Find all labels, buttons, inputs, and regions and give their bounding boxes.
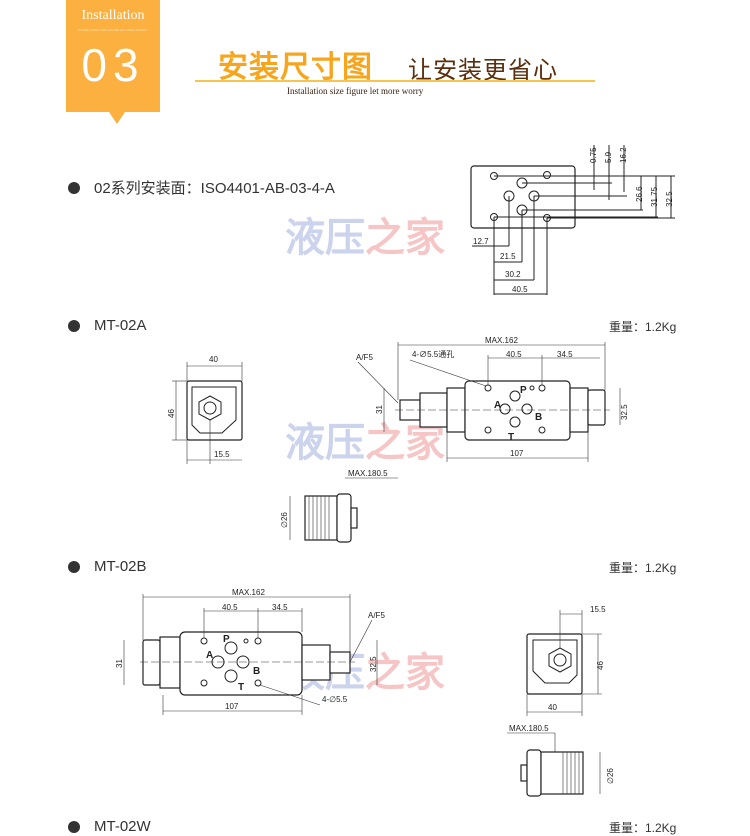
dim-label: 34.5 [557, 350, 573, 359]
section-label: MT-02B [94, 558, 147, 575]
port-label-b: B [253, 666, 260, 677]
dim-label: 40 [548, 703, 557, 712]
title-underline [195, 80, 595, 82]
badge-label: Installation [81, 8, 145, 23]
dim-label: 12.7 [473, 237, 489, 246]
section-label: MT-02A [94, 317, 147, 334]
dim-af: A/F5 [368, 611, 385, 620]
dim-max-handle: MAX.180.5 [509, 724, 549, 733]
mt02b-side-view: 15.5 40 46 [526, 605, 606, 716]
dim-label: 15.5 [214, 450, 230, 459]
dim-label: 107 [510, 449, 524, 458]
badge-pointer [109, 112, 125, 124]
dim-diameter: ∅26 [606, 768, 615, 784]
bullet-icon [68, 820, 80, 833]
section-mt-02b: MT-02B [68, 558, 147, 575]
dim-label: 32.5 [620, 404, 629, 420]
dim-label: 40.5 [222, 603, 238, 612]
watermark-logo: 液压之家 [285, 419, 445, 466]
dim-label: 40.5 [512, 285, 528, 294]
dim-label: 31 [375, 405, 384, 414]
dim-label: 16.2 [619, 147, 628, 163]
dim-label: 30.2 [505, 270, 521, 279]
port-label-b: B [535, 412, 542, 423]
dim-diameter: ∅26 [280, 512, 289, 528]
dim-af: A/F5 [356, 353, 373, 362]
port-label-a: A [206, 650, 213, 661]
section-label: MT-02W [94, 818, 151, 835]
dim-label: 46 [596, 661, 605, 670]
weight-label: 重量：1.2Kg [609, 320, 677, 334]
page-title-suffix: 让安装更省心 [408, 57, 558, 84]
mt02b-handle-view: MAX.180.5 ∅26 [507, 724, 615, 797]
dim-label: 32.5 [369, 656, 378, 672]
section-badge: Installation INSTALLATION SIZE FIGURE LE… [66, 0, 160, 112]
dim-label: 40.5 [506, 350, 522, 359]
port-label-a: A [494, 400, 501, 411]
page-title: 安装尺寸图 [218, 51, 373, 84]
dim-label: 5.9 [604, 151, 613, 163]
dim-label: 31.75 [650, 186, 659, 207]
page-subtitle: Installation size figure let more worry [287, 86, 424, 96]
port-label-t: T [238, 682, 244, 693]
mt02a-main-view: P A B T MAX.162 40.5 34.5 A/F5 4-∅5.5通孔 … [280, 336, 629, 543]
weight-label: 重量：1.2Kg [609, 821, 677, 835]
dim-holes: 4-∅5.5通孔 [412, 349, 454, 359]
dim-label: 0.75 [589, 147, 598, 163]
watermark-logo: 液压之家 [285, 214, 445, 261]
dim-max-handle: MAX.180.5 [348, 469, 388, 478]
port-label-t: T [508, 432, 514, 443]
mt02a-handle-view [289, 493, 358, 543]
bullet-icon [68, 181, 80, 194]
section-mounting-face: 02系列安装面：ISO4401-AB-03-4-A [68, 177, 335, 198]
port-label-p: P [520, 385, 527, 396]
badge-number: 03 [81, 39, 145, 91]
dim-label: 21.5 [500, 252, 516, 261]
dim-max-length: MAX.162 [485, 336, 518, 345]
mounting-face-drawing: 0.75 5.9 16.2 26.6 31.75 32.5 12.7 21.5 … [470, 145, 675, 295]
dim-label: 32.5 [665, 191, 674, 207]
mt02b-main-view: P A B T MAX.162 40.5 34.5 A/F5 4-∅5.5 31… [115, 588, 385, 715]
badge-fine-text: INSTALLATION SIZE FIGURE LET MORE WORRY [78, 28, 148, 32]
port-label-p: P [223, 634, 230, 645]
dim-label: 31 [115, 659, 124, 668]
dim-label: 46 [167, 409, 176, 418]
section-mt-02a: MT-02A [68, 317, 147, 334]
dim-label: 34.5 [272, 603, 288, 612]
bullet-icon [68, 319, 80, 332]
dim-label: 107 [225, 702, 239, 711]
dim-label: 40 [209, 355, 218, 364]
weight-label: 重量：1.2Kg [609, 561, 677, 575]
dim-label: 15.5 [590, 605, 606, 614]
dim-holes: 4-∅5.5 [322, 695, 348, 704]
section-mt-02w: MT-02W [68, 818, 151, 835]
bullet-icon [68, 560, 80, 573]
dim-label: 26.6 [635, 186, 644, 202]
dim-max-length: MAX.162 [232, 588, 265, 597]
mt02a-side-view: 40 46 15.5 [167, 355, 243, 464]
section-label: 02系列安装面：ISO4401-AB-03-4-A [94, 180, 335, 197]
